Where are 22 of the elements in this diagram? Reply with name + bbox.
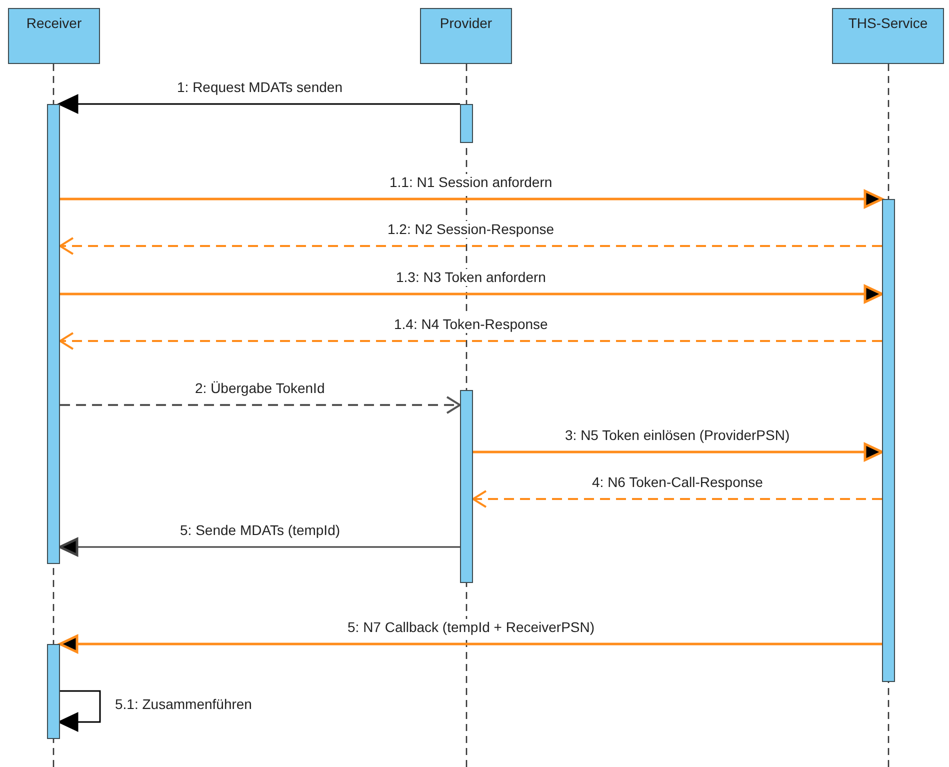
participant-name: THS-Service bbox=[848, 15, 928, 31]
participant-name: Provider bbox=[440, 15, 492, 31]
message-arrow bbox=[60, 396, 461, 414]
activation-bar bbox=[460, 104, 473, 143]
message-arrow bbox=[472, 490, 882, 508]
message-arrow bbox=[58, 634, 882, 654]
message-arrow bbox=[60, 284, 884, 304]
activation-bar bbox=[460, 390, 473, 583]
message-arrow bbox=[60, 190, 884, 208]
activation-bar bbox=[47, 644, 60, 739]
message-arrow bbox=[59, 237, 882, 255]
lifeline-header-box bbox=[420, 8, 512, 64]
activation-bar bbox=[47, 104, 60, 564]
message-arrow bbox=[59, 332, 882, 350]
lifeline-header-box bbox=[832, 8, 944, 64]
message-arrow bbox=[58, 94, 460, 114]
message-arrow bbox=[473, 442, 884, 462]
lifeline-header-box bbox=[8, 8, 100, 64]
message-arrow bbox=[58, 538, 460, 556]
activation-bar bbox=[882, 199, 895, 682]
message-arrow bbox=[58, 690, 101, 732]
participant-name: Receiver bbox=[26, 15, 82, 31]
